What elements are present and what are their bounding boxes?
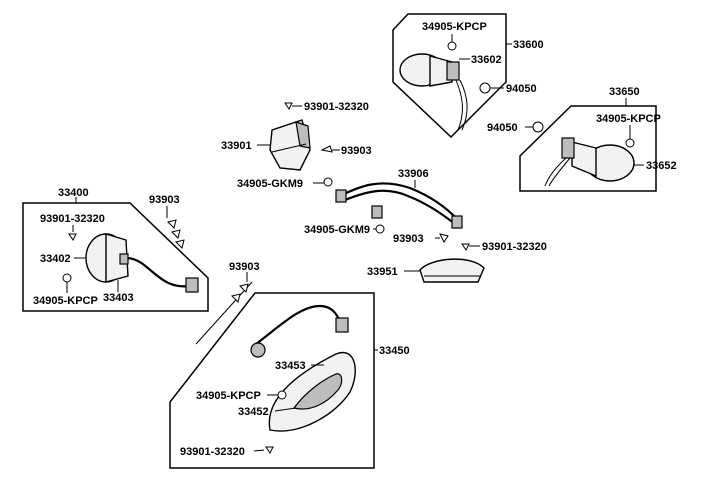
screw-93903-top — [320, 145, 333, 153]
label-93903-low: 93903 — [229, 261, 260, 273]
label-33600: 33600 — [513, 39, 544, 51]
label-93901-32320-top: 93901-32320 — [304, 101, 369, 113]
wire-harness-33906 — [323, 177, 463, 229]
bulb-34905-gkm9-b — [375, 224, 385, 234]
label-34905-kpcp-top: 34905-KPCP — [422, 21, 487, 33]
nut-94050-a — [479, 82, 491, 94]
screw-93901-bottom — [265, 446, 274, 454]
tail-lamp-33951 — [419, 258, 485, 283]
screws-93903-low — [195, 281, 253, 345]
label-93903-mid: 93903 — [393, 233, 424, 245]
bulb-34905-bottom — [277, 390, 287, 400]
turn-signal-33650 — [544, 137, 635, 187]
label-33400: 33400 — [58, 187, 89, 199]
label-93901-32320-left: 93901-32320 — [40, 213, 105, 225]
screw-93901-left — [68, 233, 77, 241]
label-33403: 33403 — [103, 292, 134, 304]
rear-lamp-33901 — [269, 119, 311, 171]
screw-93901-top — [284, 102, 293, 110]
label-33450: 33450 — [379, 345, 410, 357]
label-93901-32320-mid: 93901-32320 — [482, 241, 547, 253]
nut-94050-b — [532, 121, 544, 133]
label-34905-gkm9-a: 34905-GKM9 — [237, 178, 303, 190]
label-33402: 33402 — [40, 253, 71, 265]
label-33453: 33453 — [275, 360, 306, 372]
label-93901-32320-bottom: 93901-32320 — [180, 446, 245, 458]
label-93903-left: 93903 — [149, 194, 180, 206]
leader-lines — [66, 34, 644, 452]
label-94050-a: 94050 — [506, 83, 537, 95]
frame-33450 — [169, 292, 375, 469]
label-33650: 33650 — [609, 86, 640, 98]
label-94050-b: 94050 — [487, 122, 518, 134]
label-34905-gkm9-b: 34905-GKM9 — [304, 224, 370, 236]
label-33906: 33906 — [398, 168, 429, 180]
label-93903-top: 93903 — [341, 145, 372, 157]
label-33652: 33652 — [646, 160, 677, 172]
screws-93903-left — [167, 219, 185, 249]
headlight-33400 — [85, 233, 199, 293]
label-34905-kpcp-right: 34905-KPCP — [596, 113, 661, 125]
label-34905-kpcp-bottom: 34905-KPCP — [196, 390, 261, 402]
screw-93903-mid — [439, 233, 449, 243]
label-33901: 33901 — [221, 140, 252, 152]
turn-signal-33600 — [399, 41, 468, 131]
label-34905-kpcp-left: 34905-KPCP — [33, 295, 98, 307]
license-lamp-33450 — [250, 304, 356, 432]
label-33951: 33951 — [367, 266, 398, 278]
bulb-34905-left — [62, 273, 72, 283]
label-33452: 33452 — [238, 406, 269, 418]
screw-93901-mid — [461, 243, 470, 251]
label-33602: 33602 — [471, 54, 502, 66]
